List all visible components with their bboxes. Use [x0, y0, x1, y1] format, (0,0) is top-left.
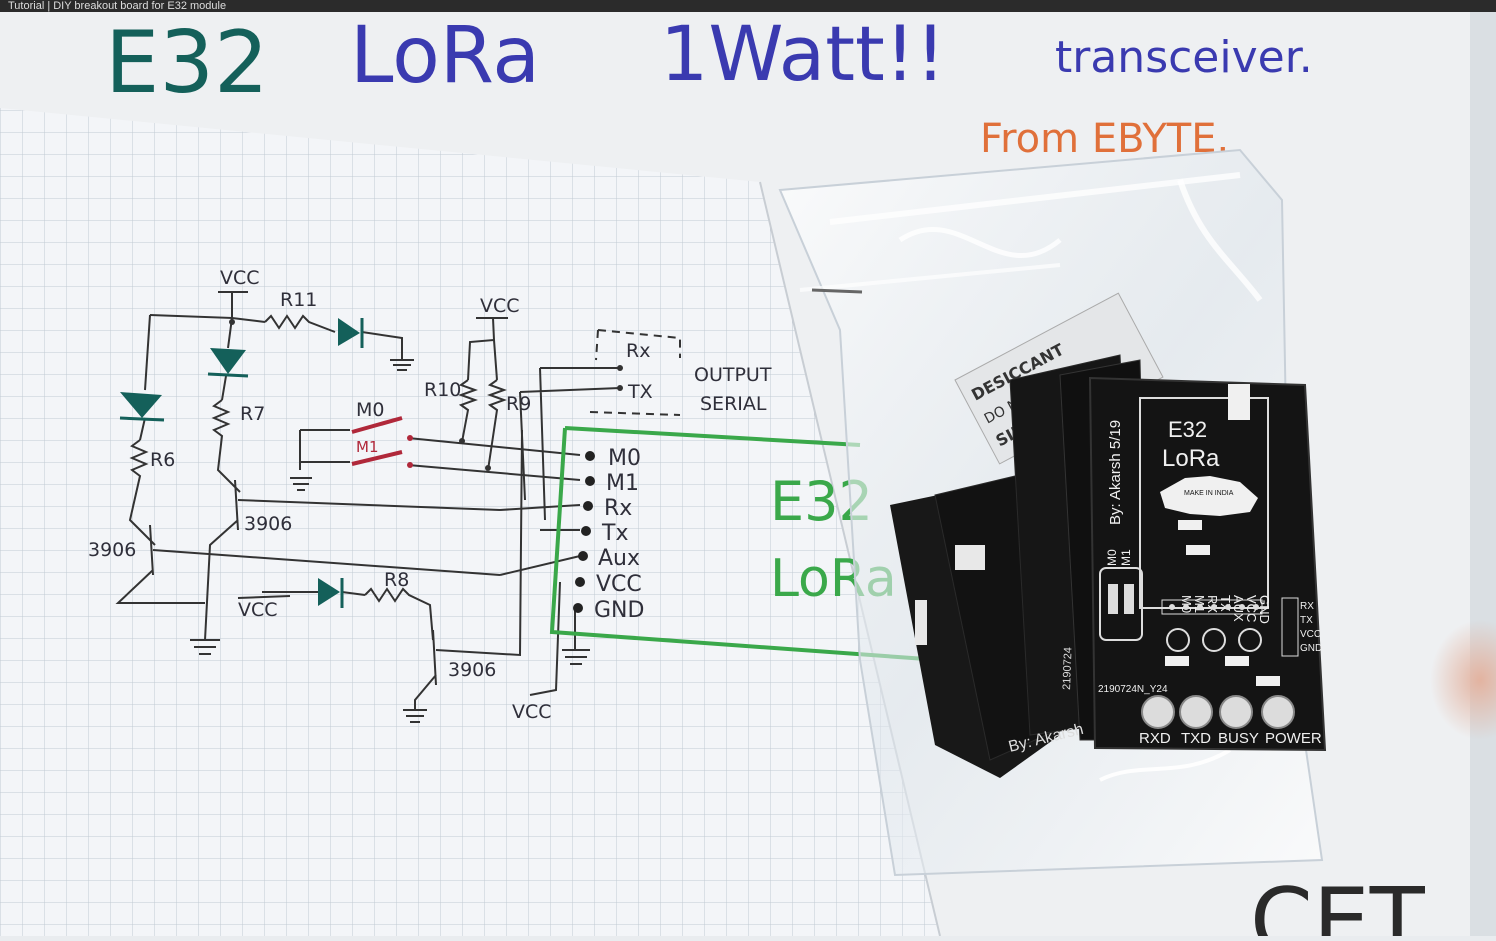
pcb-author: By: Akarsh 5/19 [1107, 420, 1124, 525]
label-m1-switch: M1 [356, 438, 379, 456]
title-lora: LoRa [350, 11, 540, 101]
pcb-side-rx: RX [1300, 601, 1314, 612]
pin-tx: Tx [601, 521, 628, 546]
pcb-side-tx: TX [1300, 615, 1313, 626]
pcb-switch-m1: M1 [1119, 549, 1133, 566]
pin-aux: Aux [598, 546, 640, 571]
pcb-led-busy: BUSY [1218, 730, 1259, 747]
schematic [115, 291, 681, 723]
pin-vcc: VCC [596, 572, 642, 597]
schematic-marks [119, 318, 941, 662]
label-rx-out: Rx [626, 340, 650, 362]
title-e32: E32 [105, 13, 269, 113]
label-vcc-bottom-mid: VCC [512, 701, 552, 723]
pcb-title-lora: LoRa [1162, 445, 1220, 472]
label-r10: R10 [424, 379, 461, 401]
pcb-led-power: POWER [1265, 730, 1322, 747]
title-transceiver: transceiver. [1055, 32, 1313, 83]
pcb-pin-aux: AUX [1231, 595, 1246, 622]
pcb-badge: MAKE IN INDIA [1184, 490, 1234, 497]
label-r11: R11 [280, 289, 317, 311]
label-r7: R7 [240, 403, 265, 425]
label-vcc-top-mid: VCC [480, 295, 520, 317]
title-1watt: 1Watt!! [660, 9, 946, 98]
label-r6: R6 [150, 449, 175, 471]
pin-m1: M1 [606, 471, 639, 496]
pcb-lot: 2190724N_Y24 [1098, 684, 1168, 695]
pcb-pin-m0: M0 [1179, 595, 1194, 613]
pin-gnd: GND [594, 598, 644, 623]
label-vcc-top-left: VCC [220, 267, 260, 289]
schematic-labels: VCC R11 VCC Rx TX OUTPUT SERIAL R10 R9 M… [88, 267, 772, 723]
title-writing: E32 LoRa 1Watt!! transceiver. From EBYTE… [105, 9, 1471, 941]
pcb-switch-m0: M0 [1105, 549, 1119, 566]
video-caption: Tutorial | DIY breakout board for E32 mo… [0, 0, 1496, 12]
pcb-led-rxd: RXD [1139, 730, 1171, 747]
label-r9: R9 [506, 393, 531, 415]
pcb-side-gnd: GND [1300, 643, 1322, 654]
label-output: OUTPUT [694, 364, 772, 386]
pin-rx: Rx [604, 496, 632, 521]
label-3906-c: 3906 [448, 659, 496, 681]
bottom-note: CET.. [1250, 869, 1471, 936]
label-m0-switch: M0 [356, 399, 384, 421]
label-tx-out: TX [627, 381, 653, 403]
label-r8: R8 [384, 569, 409, 591]
pcb-title-e32: E32 [1168, 417, 1207, 442]
pcb-front: E32 LoRa MAKE IN INDIA By: Akarsh 5/19 M… [1088, 376, 1327, 752]
label-vcc-bottom-left: VCC [238, 599, 278, 621]
label-serial: SERIAL [700, 393, 767, 415]
pcb-led-txd: TXD [1181, 730, 1211, 747]
label-3906-a: 3906 [244, 513, 292, 535]
pcb-side-vcc: VCC [1300, 629, 1321, 640]
hand-blur [1430, 620, 1496, 740]
pcb-pin-vcc: VCC [1244, 595, 1259, 622]
pcb-back-lot: 2190724 [1061, 647, 1074, 690]
pin-m0: M0 [608, 446, 641, 471]
graph-paper [0, 108, 941, 937]
label-3906-b: 3906 [88, 539, 136, 561]
module-pin-labels: M0 M1 Rx Tx Aux VCC GND [594, 446, 644, 623]
pcb-pin-gnd: GND [1257, 595, 1272, 624]
